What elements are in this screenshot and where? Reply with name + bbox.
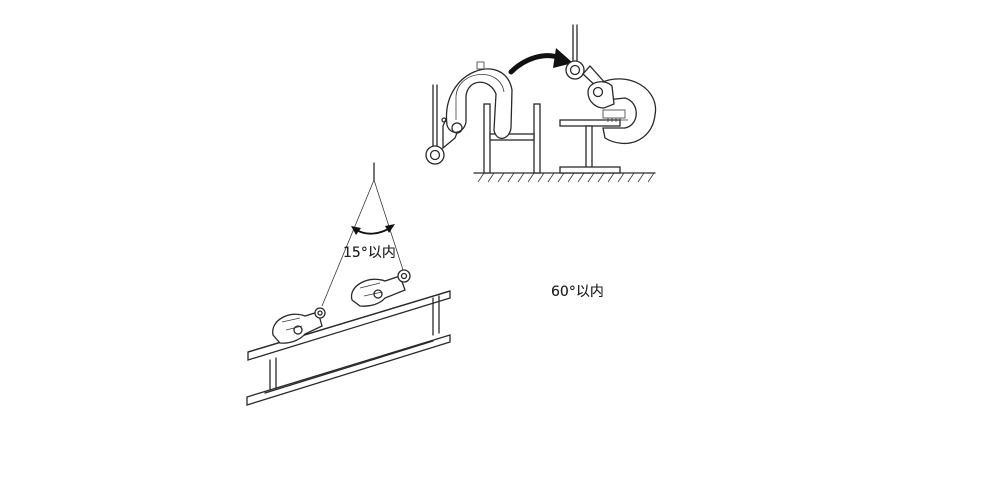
clamp-before [425,61,513,165]
attach-panel [425,24,657,183]
angle-label-15: 15°以内 [343,245,396,261]
panel-15deg [246,162,451,406]
angle-arrow-15 [351,224,395,235]
i-beam-15 [246,290,451,406]
clamp-left-2 [351,269,411,307]
h-beam-left [483,103,541,174]
angle-label-60: 60°以内 [551,284,604,300]
angle-label-15: 15°以内 [343,245,396,261]
angle-label-60: 60°以内 [551,284,604,300]
i-beam-right [559,119,621,174]
clamp-left-1 [272,307,326,344]
clamp-after [565,24,657,145]
rotation-arrow [508,48,573,75]
ground-hatch [473,172,656,183]
